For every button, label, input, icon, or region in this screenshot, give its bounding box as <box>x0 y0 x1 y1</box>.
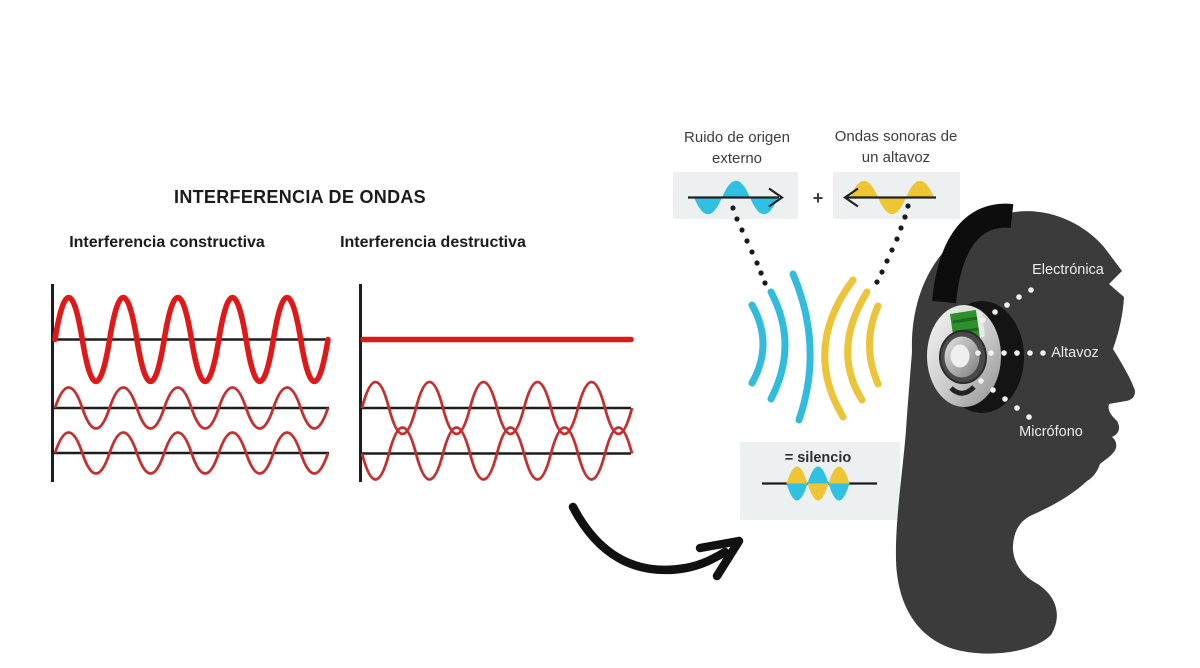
leader-dots-microphone <box>978 378 1032 420</box>
left-arrow-icon <box>843 187 859 208</box>
listener-head <box>895 203 1136 654</box>
leader-dots-speaker <box>975 350 1046 356</box>
speaker-waves-label-line2: un altavoz <box>861 149 931 166</box>
microphone-arc <box>949 385 976 396</box>
silence-label: = silencio <box>784 450 852 466</box>
curved-arrow-head <box>695 536 744 581</box>
external-noise-box <box>673 172 798 219</box>
speaker-waves-label-line1: Ondas sonoras de <box>834 128 958 145</box>
cyan-arc-small <box>748 301 767 387</box>
dotted-connector-right <box>874 203 911 285</box>
speaker-waves-label: Ondas sonoras de un altavoz <box>835 126 958 168</box>
silence-box <box>740 442 900 520</box>
speaker-wave-box <box>833 172 960 219</box>
interference-lens-1-bottom <box>786 483 808 501</box>
interference-lens-3-bottom <box>828 483 850 501</box>
interference-lens-2-top <box>807 466 829 484</box>
speaker-driver <box>939 330 987 384</box>
cyan-sound-arcs <box>748 270 814 424</box>
interference-lens-2-bottom <box>807 483 829 501</box>
yellow-sound-arcs <box>821 276 882 421</box>
component-wave-2 <box>53 431 330 475</box>
resultant-wave-large <box>52 294 331 385</box>
external-noise-label: Ruido de origen externo <box>684 127 790 169</box>
yellow-arc-large <box>821 276 857 421</box>
constructive-panel <box>51 284 331 482</box>
headphone-band <box>932 203 1014 304</box>
curved-arrow <box>568 502 744 581</box>
external-noise-label-line2: externo <box>711 150 763 167</box>
opposing-wave-1 <box>360 380 634 436</box>
opposing-wave-2 <box>360 426 634 481</box>
microphone-label: Micrófono <box>1019 424 1083 440</box>
dotted-connector-left <box>730 205 768 286</box>
cyan-arc-medium <box>767 288 789 403</box>
speaker-label: Altavoz <box>1051 345 1099 361</box>
interference-lens-1-top <box>786 466 808 484</box>
electronics-label: Electrónica <box>1032 262 1104 278</box>
leader-dots-electronics <box>980 287 1034 323</box>
interference-lens-3-top <box>828 466 850 484</box>
destructive-panel <box>359 284 634 482</box>
destructive-panel-label: Interferencia destructiva <box>340 234 526 251</box>
cyan-arc-large <box>789 270 814 424</box>
external-noise-label-line1: Ruido de origen <box>684 129 790 146</box>
plus-sign: + <box>812 188 824 208</box>
constructive-panel-label: Interferencia constructiva <box>69 234 265 251</box>
right-arrow-icon <box>768 187 784 208</box>
component-wave-1 <box>53 386 330 430</box>
curved-arrow-shaft <box>568 502 730 575</box>
page-title: INTERFERENCIA DE ONDAS <box>174 187 426 207</box>
yellow-arc-medium <box>844 288 871 404</box>
yellow-arc-small <box>866 302 882 388</box>
